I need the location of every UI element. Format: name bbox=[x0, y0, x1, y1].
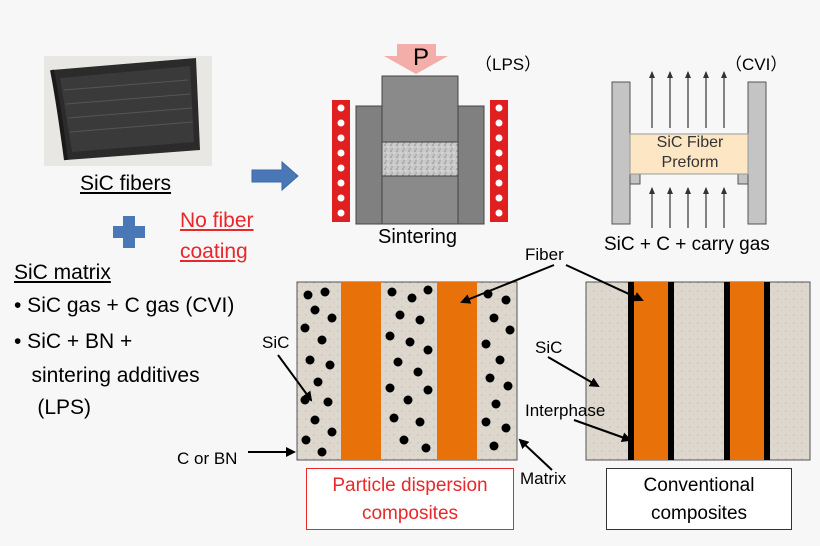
cvi-tag: （CVI） bbox=[725, 55, 788, 74]
bullet-cvi: • SiC gas + C gas (CVI) bbox=[14, 294, 235, 317]
c-or-bn-label: C or BN bbox=[177, 449, 238, 468]
particle-dispersion-box: Particle dispersion composites bbox=[306, 468, 514, 530]
sic-matrix-title: SiC matrix bbox=[14, 261, 111, 284]
fiber-label: Fiber bbox=[525, 245, 564, 264]
lps-apparatus bbox=[332, 44, 508, 225]
cvi-gas-label: SiC + C + carry gas bbox=[604, 234, 770, 255]
preform-line1: SiC Fiber bbox=[656, 134, 724, 151]
bullet-lps-line2: sintering additives bbox=[14, 364, 200, 387]
pointer-arrows bbox=[248, 264, 644, 471]
preform-line2: Preform bbox=[661, 154, 719, 171]
matrix-label: Matrix bbox=[520, 469, 567, 488]
no-fiber-coating-label: No fiber coating bbox=[180, 205, 254, 267]
conventional-composite bbox=[585, 281, 811, 461]
no-fiber-line: No fiber bbox=[180, 209, 254, 232]
plus-icon bbox=[113, 216, 145, 248]
particle-box-line1: Particle dispersion bbox=[332, 475, 488, 496]
conventional-box: Conventional composites bbox=[606, 468, 792, 530]
sic-label-conventional: SiC bbox=[535, 338, 563, 357]
cvi-apparatus bbox=[611, 71, 767, 228]
pressure-label: P bbox=[412, 44, 429, 71]
particle-box-line2: composites bbox=[361, 503, 459, 524]
sic-label-particle: SiC bbox=[262, 333, 290, 352]
sic-fibers-label: SiC fibers bbox=[80, 172, 172, 195]
bullet-lps-line1: • SiC + BN + bbox=[14, 330, 133, 353]
sintering-caption: Sintering bbox=[378, 226, 457, 248]
right-arrow-icon bbox=[251, 160, 299, 192]
particle-composite bbox=[296, 281, 518, 461]
conventional-box-line2: composites bbox=[650, 503, 748, 524]
sic-fiber-photo bbox=[44, 56, 212, 166]
coating-line: coating bbox=[180, 240, 248, 263]
fiber-preform-label: SiC Fiber Preform bbox=[632, 133, 748, 173]
conventional-box-line1: Conventional bbox=[643, 475, 755, 496]
bullet-lps-line3: (LPS) bbox=[14, 396, 92, 419]
interphase-label: Interphase bbox=[525, 401, 606, 420]
lps-tag: （LPS） bbox=[475, 55, 542, 74]
